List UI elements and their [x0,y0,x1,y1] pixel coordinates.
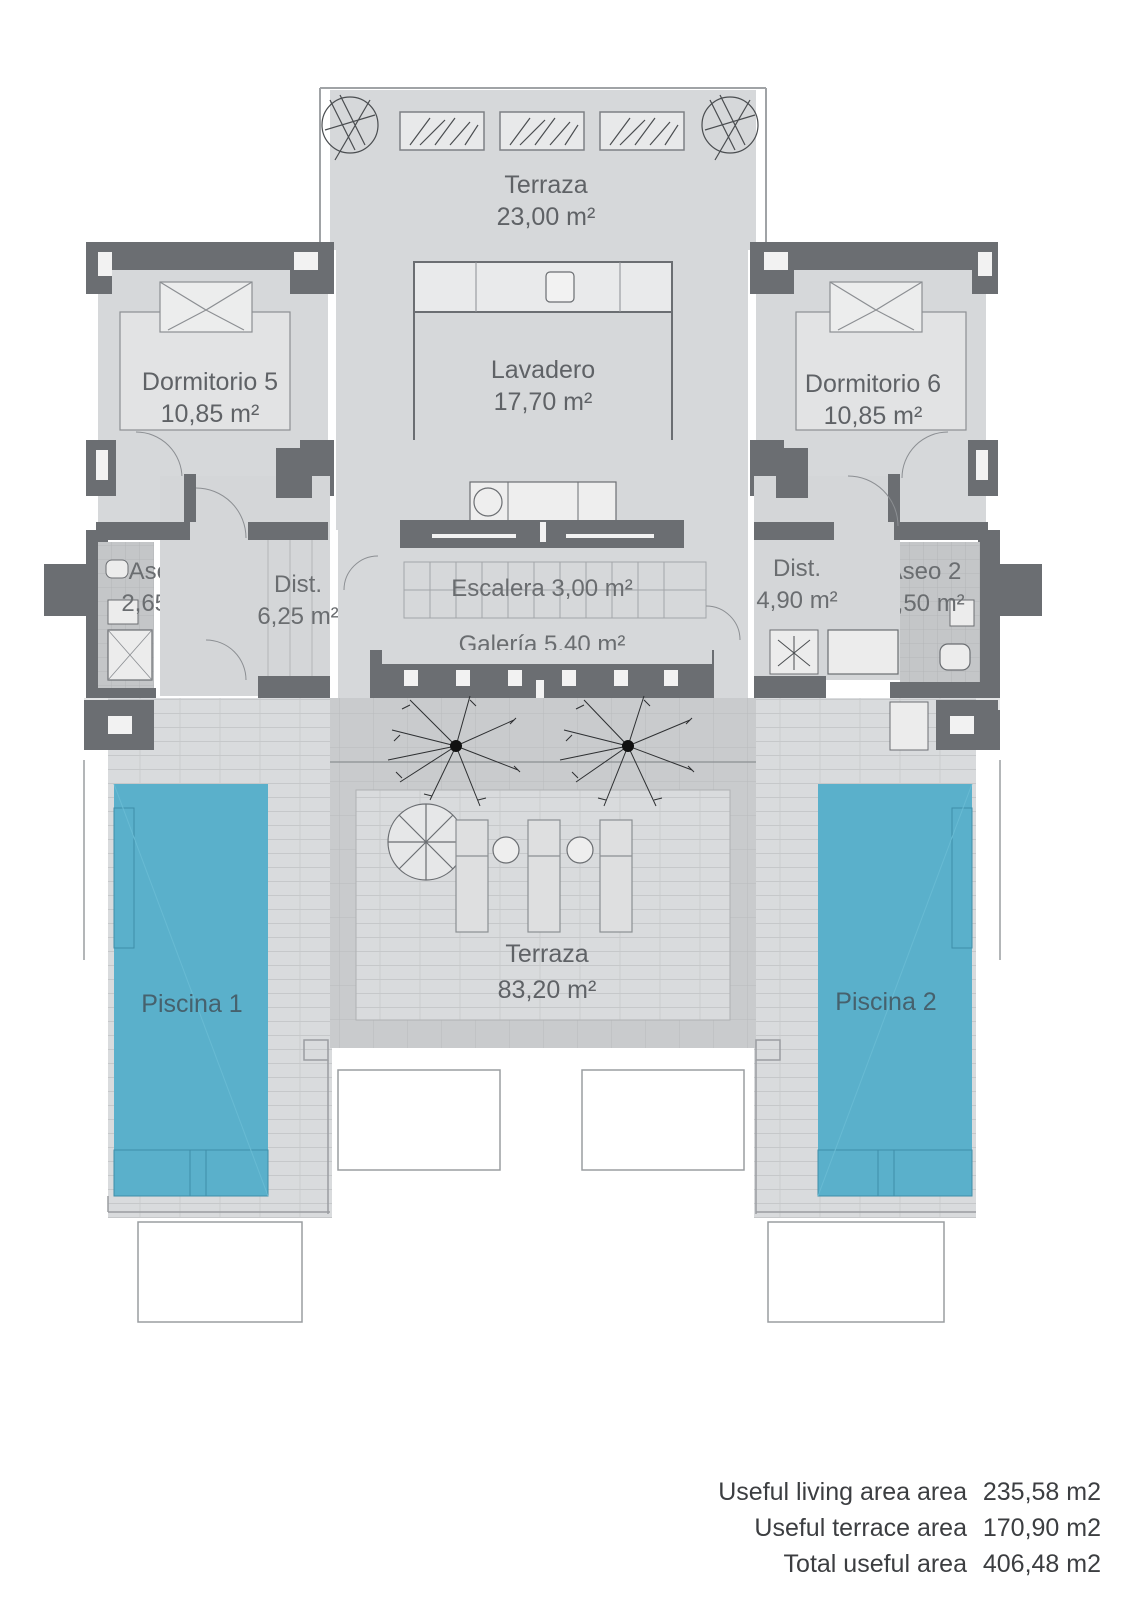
dist-right: Dist. 4,90 m² [754,448,988,698]
planter-row [399,111,685,151]
piscina-2: Piscina 2 [817,783,973,1197]
summary-row-terrace: Useful terrace area 170,90 m2 [581,1510,1101,1546]
terraza-top-name: Terraza [504,171,587,199]
toilet-icon [939,643,971,671]
top-terrace: Terraza 23,00 m² [319,87,767,250]
lower-structures [83,760,1001,1323]
lavadero-area: 17,70 m² [494,388,593,416]
piscina-2-name: Piscina 2 [835,988,936,1016]
dormitorio-5: Dormitorio 5 10,85 m² [86,242,334,522]
summary-value: 170,90 m2 [982,1514,1101,1542]
lavadero-name: Lavadero [491,356,595,384]
dormitorio-5-area: 10,85 m² [161,400,260,428]
summary-label: Total useful area [783,1550,967,1578]
umbrella-icon [387,803,465,881]
terraza-top-area: 23,00 m² [497,203,596,231]
sink-icon [949,599,975,627]
sink-icon [545,271,575,303]
terraza-main-name: Terraza [505,940,588,968]
summary-row-total: Total useful area 406,48 m2 [581,1546,1101,1582]
dist-right-area: 4,90 m² [756,587,837,614]
piscina-1: Piscina 1 [113,783,269,1197]
dist-left: Dist. 6,25 m² [96,448,339,698]
dormitorio-6-name: Dormitorio 6 [805,370,941,398]
sink-icon [107,599,139,625]
dormitorio-5-name: Dormitorio 5 [142,368,278,396]
palm-tree-icon [387,695,521,807]
plant-icon [321,94,759,161]
sun-lounger-icon [455,819,633,933]
bed-icon [119,281,291,431]
dist-right-name: Dist. [773,555,821,582]
toilet-icon [105,559,129,579]
lavadero-room: Lavadero 17,70 m² [336,250,748,530]
dormitorio-6-area: 10,85 m² [824,402,923,430]
summary-row-living: Useful living area area 235,58 m2 [581,1474,1101,1510]
summary-value: 235,58 m2 [982,1478,1101,1506]
area-summary: Useful living area area 235,58 m2 Useful… [581,1474,1101,1582]
palm-tree-icon [559,695,695,807]
bed-icon [795,281,967,431]
dist-left-name: Dist. [274,571,322,598]
summary-value: 406,48 m2 [982,1550,1101,1578]
escalera-label: Escalera 3,00 m² [451,575,632,602]
piscina-1-name: Piscina 1 [141,990,242,1018]
escalera-galeria: Escalera 3,00 m² Galería 5,40 m² [338,520,748,700]
terraza-main-area: 83,20 m² [498,976,597,1004]
summary-label: Useful living area area [718,1478,967,1506]
dist-left-area: 6,25 m² [257,603,338,630]
summary-label: Useful terrace area [754,1514,967,1542]
